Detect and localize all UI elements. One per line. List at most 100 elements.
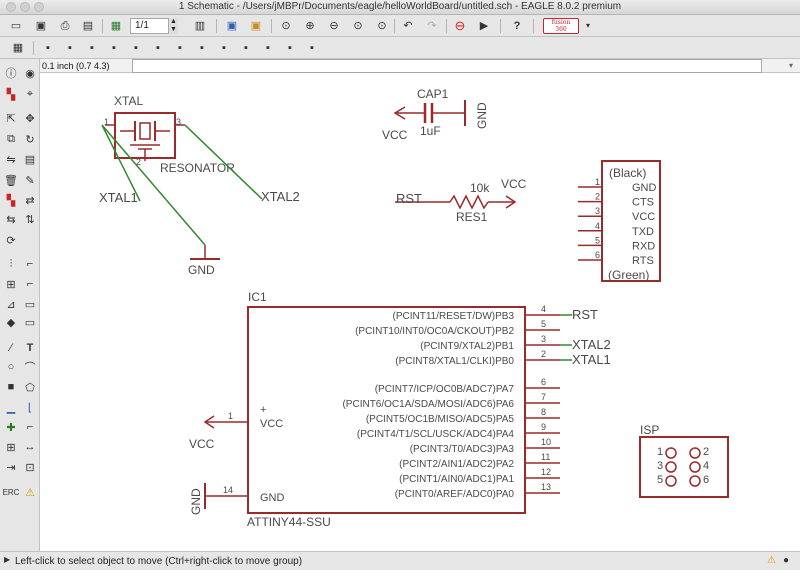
ripup-icon[interactable]: ↔: [24, 441, 36, 453]
attribute-icon[interactable]: ◆: [6, 316, 16, 329]
grid-icon[interactable]: ▦: [12, 42, 24, 54]
stop-icon[interactable]: ⊖: [454, 18, 466, 33]
wire-icon[interactable]: ∕: [10, 342, 12, 354]
close-window-button[interactable]: [6, 2, 16, 12]
net-xtal-gnd[interactable]: [101, 124, 206, 246]
zoom-select-icon[interactable]: ⊙: [353, 20, 363, 32]
redraw-icon[interactable]: ⊙: [377, 20, 387, 32]
layer-icon[interactable]: ▪: [90, 42, 94, 54]
miter-icon[interactable]: ⌐: [26, 258, 34, 270]
layer-icon[interactable]: ▪: [222, 42, 226, 54]
ulp-icon[interactable]: ▣: [250, 20, 262, 32]
ftdi-header[interactable]: [601, 160, 661, 282]
frame-icon[interactable]: ⊡: [25, 461, 35, 474]
layer-icon[interactable]: ▪: [244, 42, 248, 54]
res1-symbol[interactable]: [395, 194, 517, 210]
rectangle-icon[interactable]: ■: [7, 381, 15, 393]
undo-icon[interactable]: ↶: [403, 20, 413, 32]
zoom-in-icon[interactable]: ⊕: [305, 20, 315, 32]
isp-pin-pad[interactable]: [689, 475, 701, 487]
isp-pin-pad[interactable]: [665, 461, 677, 473]
cap1-symbol[interactable]: [393, 100, 466, 126]
save-icon[interactable]: ▣: [35, 20, 47, 32]
redo-icon[interactable]: ↷: [427, 20, 437, 32]
isp-pin-pad[interactable]: [665, 447, 677, 459]
layer-icon[interactable]: ▪: [200, 42, 204, 54]
gateswap-icon[interactable]: ⇅: [25, 213, 35, 226]
command-history-icon[interactable]: ▾: [788, 61, 793, 70]
zoom-fit-icon[interactable]: ⊙: [281, 20, 291, 32]
layer-icon[interactable]: ▪: [134, 42, 138, 54]
command-input[interactable]: [132, 59, 762, 73]
sheet-select[interactable]: 1/1: [130, 18, 178, 34]
isp-pin-pad[interactable]: [689, 447, 701, 459]
isp-frame[interactable]: [639, 436, 729, 498]
fusion360-logo[interactable]: fusion 360: [543, 18, 579, 34]
layer-icon[interactable]: ▪: [266, 42, 270, 54]
errors-icon[interactable]: ⚠: [25, 486, 35, 499]
text-icon[interactable]: T: [26, 342, 34, 354]
paste-icon[interactable]: ▤: [24, 153, 36, 166]
copy-icon[interactable]: ⧉: [7, 132, 15, 145]
open-folder-icon[interactable]: ▭: [10, 20, 22, 32]
show-icon[interactable]: ◉: [25, 67, 35, 80]
ic1-body[interactable]: [247, 306, 526, 514]
layer-icon[interactable]: ▪: [156, 42, 160, 54]
xtal-symbol[interactable]: [105, 112, 185, 161]
zoom-out-icon[interactable]: ⊖: [329, 20, 339, 32]
display-layers-icon[interactable]: ▚: [6, 88, 16, 101]
label-icon[interactable]: ▭: [24, 316, 36, 329]
layer-icon[interactable]: ▪: [112, 42, 116, 54]
library-icon[interactable]: ▥: [194, 20, 206, 32]
layer-icon[interactable]: ▪: [288, 42, 292, 54]
mark-icon[interactable]: ⌖: [26, 87, 34, 100]
name-icon[interactable]: ▭: [24, 298, 36, 311]
value-icon[interactable]: ⌐: [26, 278, 34, 290]
invoke-icon[interactable]: ⟳: [6, 234, 16, 247]
info-icon[interactable]: ⓘ: [5, 68, 17, 80]
status-warning-icon[interactable]: ⚠: [767, 555, 776, 566]
logo-dropdown-icon[interactable]: ▾: [585, 21, 590, 30]
bus-icon[interactable]: ▁: [6, 401, 16, 414]
split-icon[interactable]: ⫶: [9, 257, 13, 270]
smash-icon[interactable]: ⊞: [6, 278, 16, 291]
schematic-canvas[interactable]: XTAL 1 3 2 RESONATOR XTAL1 XTAL2 GND CAP…: [40, 73, 800, 551]
delete-icon[interactable]: 🗑: [4, 174, 18, 187]
schematic-drawing[interactable]: XTAL 1 3 2 RESONATOR XTAL1 XTAL2 GND CAP…: [40, 73, 800, 551]
layer-icon[interactable]: ▪: [178, 42, 182, 54]
polygon-icon[interactable]: ⬠: [25, 381, 35, 394]
status-stop-icon[interactable]: ●: [783, 555, 790, 566]
erc-icon[interactable]: ⊞: [6, 441, 16, 454]
mirror-icon[interactable]: ⇋: [6, 153, 16, 166]
sheet-stepper[interactable]: ▲▼: [168, 18, 178, 34]
erc-check-icon[interactable]: ERC: [2, 487, 20, 497]
rotate-icon[interactable]: ↻: [25, 133, 35, 146]
print-icon[interactable]: ⎙: [60, 20, 70, 32]
layer-icon[interactable]: ▪: [310, 42, 314, 54]
pinswap-icon[interactable]: ⇆: [6, 213, 16, 226]
net-xtal2[interactable]: [184, 124, 263, 200]
arc-icon[interactable]: ⌒: [24, 362, 36, 374]
script-icon[interactable]: ▣: [226, 20, 238, 32]
change-icon[interactable]: ✎: [25, 174, 35, 187]
go-icon[interactable]: ▶: [479, 20, 489, 32]
add-part-icon[interactable]: ▚: [6, 194, 16, 207]
move-icon[interactable]: ⇱: [6, 112, 16, 125]
move-cross-icon[interactable]: ✥: [25, 112, 35, 125]
dimension-icon[interactable]: ⇥: [6, 461, 16, 474]
layer-icon[interactable]: ▪: [46, 42, 50, 54]
layer-icon[interactable]: ▪: [68, 42, 72, 54]
isp-pin-pad[interactable]: [689, 461, 701, 473]
replace-icon[interactable]: ⇄: [25, 194, 35, 207]
net-icon[interactable]: ⌊: [27, 401, 33, 414]
optimize-icon[interactable]: ⊿: [6, 298, 16, 311]
zoom-window-button[interactable]: [34, 2, 44, 12]
minimize-window-button[interactable]: [20, 2, 30, 12]
junction-icon[interactable]: ✚: [6, 421, 16, 434]
help-icon[interactable]: ?: [513, 20, 521, 32]
net-xtal1[interactable]: [101, 124, 141, 202]
isp-pin-pad[interactable]: [665, 475, 677, 487]
cam-processor-icon[interactable]: ▤: [82, 20, 94, 32]
board-switch-icon[interactable]: ▦: [110, 20, 122, 32]
label-net-icon[interactable]: ⌐: [26, 421, 34, 433]
